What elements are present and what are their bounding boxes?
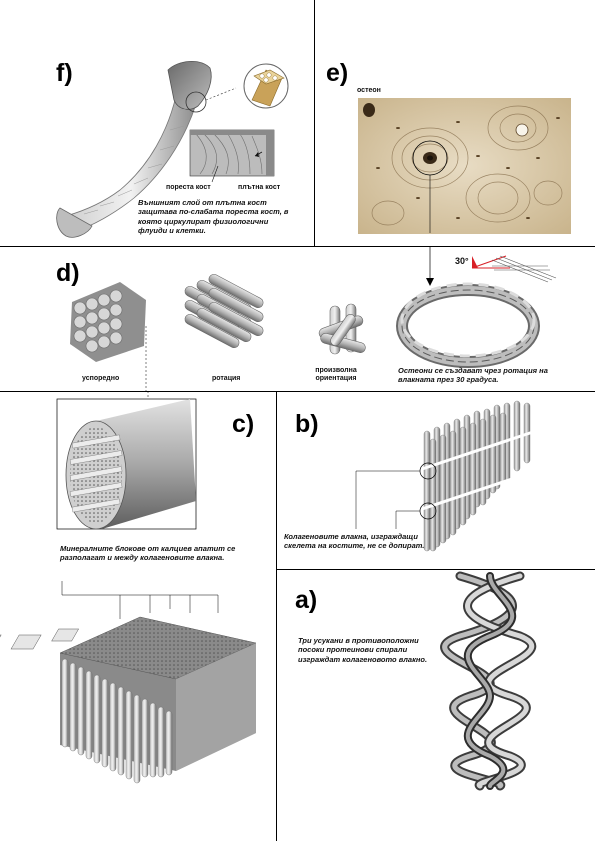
fiber-arrangements-illustration: [70, 246, 557, 391]
panel-f-description: Външният слой от плътна кост защитава по…: [138, 198, 289, 236]
caption-random: произволна ориентация: [315, 367, 357, 383]
collagen-triple-helix: [440, 571, 537, 791]
panel-b-description: Колагеновите влакна, изграждащи скелета …: [284, 532, 425, 551]
panel-e-label: e): [326, 59, 349, 87]
femur-bone-illustration: [56, 61, 289, 238]
collagen-fiber-array: [355, 400, 537, 552]
collagen-fiber-cross-section: [0, 391, 257, 784]
divider-bottom-right-horizontal: [276, 569, 595, 570]
caption-rotation: ротация: [212, 375, 241, 382]
panel-c-description: Минералните блокове от калциев апатит се…: [60, 544, 236, 563]
parallel-fiber-bundle: [70, 282, 147, 391]
thirty-degree-angle-diagram: [471, 255, 557, 283]
caption-porous-bone: пореста кост: [166, 184, 211, 191]
panel-c-label: c): [232, 410, 255, 438]
panel-b-label: b): [295, 410, 319, 438]
osteon-ring-structure: [396, 282, 540, 368]
osteon-micrograph: [358, 98, 571, 234]
divider-top-horizontal: [0, 246, 595, 247]
divider-middle-horizontal: [0, 391, 595, 392]
random-fiber-bundle: [318, 303, 366, 355]
panel-d-description: Остеони се създават чрез ротация на влак…: [398, 366, 548, 385]
panel-a-label: a): [295, 586, 318, 614]
caption-dense-bone: плътна кост: [238, 184, 281, 191]
angle-label: 30°: [455, 256, 469, 266]
caption-parallel: успоредно: [82, 375, 120, 382]
divider-top-vertical: [314, 0, 315, 246]
panel-f-label: f): [56, 59, 73, 87]
panel-d-label: d): [56, 259, 80, 287]
rotated-fiber-bundle: [184, 273, 264, 349]
caption-osteon: остеон: [357, 87, 381, 94]
divider-bottom-vertical: [276, 391, 277, 841]
panel-a-description: Три усукани в противоположни посоки прот…: [298, 636, 428, 664]
